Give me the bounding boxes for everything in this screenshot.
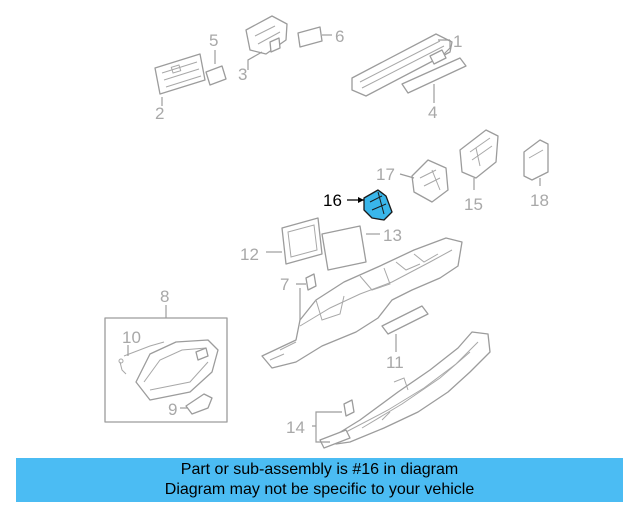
callout-8: 8: [160, 287, 169, 306]
callout-15: 15: [464, 195, 483, 214]
callout-17: 17: [376, 165, 395, 184]
part-17-shifter-bezel: [411, 159, 449, 203]
callout-18: 18: [530, 191, 549, 210]
banner-line-1: Part or sub-assembly is #16 in diagram: [180, 461, 459, 478]
part-14-clips: [343, 399, 355, 417]
part-18-panel: [523, 139, 549, 181]
part-7-clip: [305, 273, 317, 291]
callout-16: 16: [323, 191, 342, 210]
leader-7: [296, 283, 306, 322]
leader-16-arrow: [358, 197, 364, 203]
part-12-panel: [281, 217, 323, 265]
banner-line-2: Diagram may not be specific to your vehi…: [164, 481, 475, 498]
callout-13: 13: [383, 226, 402, 245]
callout-14: 14: [286, 418, 305, 437]
leader-14: [312, 411, 342, 443]
parts-diagram: 2 5 3 6 1 4 17 15: [104, 15, 549, 449]
part-6-plate: [297, 26, 323, 48]
part-4-strip: [401, 57, 467, 94]
callout-4: 4: [428, 103, 437, 122]
part-3-bracket: [245, 15, 288, 55]
callout-1: 1: [453, 32, 462, 51]
callout-6: 6: [335, 27, 344, 46]
part-9-handle: [185, 393, 213, 415]
leader-3: [247, 51, 263, 70]
callout-12: 12: [240, 245, 259, 264]
leader-1: [438, 39, 451, 55]
part-10-latch-cable: [118, 341, 165, 375]
part-glove-box: [135, 339, 219, 401]
part-5-plate: [205, 65, 227, 86]
part-15-center-panel: [459, 129, 499, 179]
callout-11: 11: [386, 353, 404, 372]
callout-10: 10: [122, 328, 141, 347]
leader-17: [399, 173, 415, 179]
callout-2: 2: [155, 104, 164, 123]
part-11-strip: [381, 305, 429, 335]
callout-9: 9: [168, 400, 177, 419]
callout-5: 5: [209, 31, 218, 50]
info-banner: Part or sub-assembly is #16 in diagram D…: [16, 458, 623, 502]
callout-3: 3: [238, 65, 247, 84]
part-1-dash-trim: [351, 33, 453, 97]
part-16-highlighted: [363, 189, 393, 221]
part-console-assembly: [319, 331, 491, 449]
part-2-trim-panel: [154, 53, 206, 95]
part-13-panel: [321, 225, 367, 271]
part-dash-carrier: [261, 237, 463, 369]
callout-7: 7: [280, 275, 289, 294]
